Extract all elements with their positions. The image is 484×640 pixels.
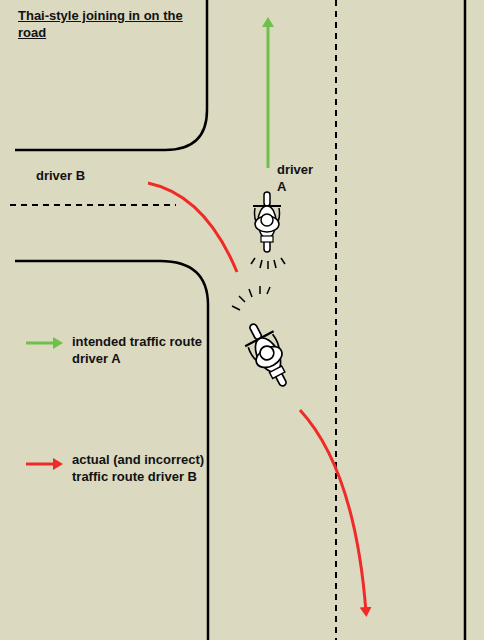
motorbike <box>238 317 299 393</box>
legend-text: intended traffic route driver A <box>72 334 212 368</box>
road-edge <box>15 0 465 640</box>
legend-sample <box>26 463 58 466</box>
motorbike <box>253 192 281 252</box>
driver-label: driver A <box>277 162 325 196</box>
actual-route <box>148 183 237 272</box>
legend-sample <box>26 342 58 345</box>
diagram-title: Thai-style joining in on the road <box>18 8 208 42</box>
legend-text: actual (and incorrect) traffic route dri… <box>72 452 212 486</box>
actual-route <box>300 410 366 612</box>
driver-label: driver B <box>36 168 85 185</box>
intended-route <box>267 22 270 168</box>
lane-divider <box>10 0 336 640</box>
honk-marks <box>232 258 285 310</box>
